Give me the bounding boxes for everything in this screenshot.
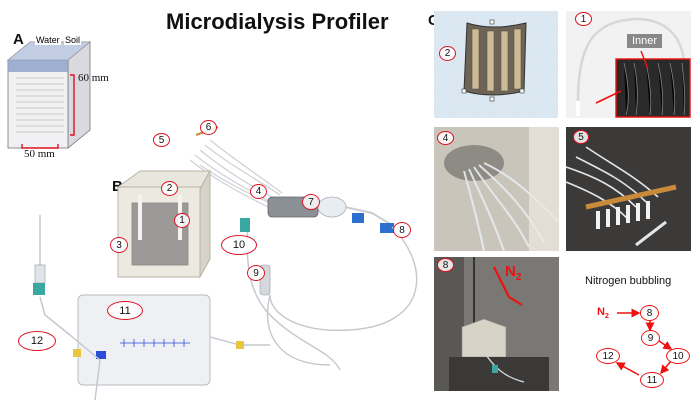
loop-node-9: 9 — [641, 330, 660, 346]
height-dimension: 60 mm — [78, 72, 109, 84]
callout-c-8: 8 — [437, 258, 454, 272]
callout-c-5: 5 — [573, 130, 589, 144]
callout-1: 1 — [174, 213, 190, 228]
panel-label-b: B — [112, 178, 123, 195]
nitrogen-loop-diagram — [615, 308, 673, 376]
panel-label-a: A — [13, 31, 24, 48]
callout-6: 6 — [200, 120, 217, 135]
setup-photo — [434, 257, 559, 391]
soil-label: Soil — [64, 35, 82, 45]
callout-c-2: 2 — [439, 46, 456, 61]
callout-3: 3 — [110, 237, 128, 253]
loop-node-11: 11 — [640, 372, 664, 388]
callout-2: 2 — [161, 181, 178, 196]
loop-node-10: 10 — [666, 348, 690, 364]
callout-4: 4 — [250, 184, 267, 199]
callout-c-1: 1 — [575, 12, 592, 26]
comb-connector-photo — [566, 127, 691, 251]
nitrogen-n2-label: N2 — [597, 306, 609, 321]
tubing-connection-photo — [434, 127, 559, 251]
callout-12: 12 — [18, 331, 56, 351]
probe-sem-photo — [566, 11, 691, 118]
width-dimension: 50 mm — [24, 148, 55, 160]
callout-7: 7 — [302, 194, 320, 210]
panel-label-c: C — [428, 12, 439, 29]
figure-title: Microdialysis Profiler — [166, 9, 389, 34]
callout-10: 10 — [221, 235, 257, 255]
profiler-assembly-photo — [33, 126, 418, 401]
loop-node-8: 8 — [640, 305, 659, 321]
callout-8: 8 — [393, 222, 411, 238]
callout-5: 5 — [153, 133, 170, 147]
callout-11: 11 — [107, 301, 143, 320]
cad-render-photo — [434, 11, 558, 118]
loop-node-12: 12 — [596, 348, 620, 364]
inner-label: Inner — [627, 34, 663, 48]
water-label: Water — [35, 35, 61, 45]
nitrogen-bubbling-title: Nitrogen bubbling — [585, 275, 672, 287]
soil-cube-diagram — [6, 41, 92, 149]
callout-c-4: 4 — [437, 131, 454, 145]
n2-photo-label: N2 — [505, 263, 522, 283]
callout-9: 9 — [247, 265, 265, 281]
